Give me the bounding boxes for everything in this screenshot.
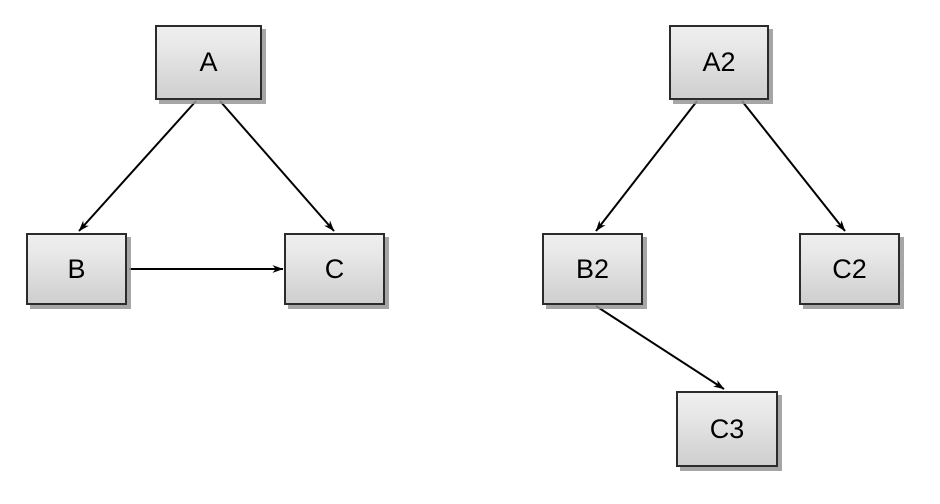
node-label-a: A — [199, 47, 218, 77]
node-b[interactable]: B — [26, 233, 127, 305]
node-label-c2: C2 — [832, 253, 867, 284]
node-c3[interactable]: C3 — [676, 391, 778, 467]
node-label-b2: B2 — [575, 253, 610, 284]
edge-a-to-b — [78, 100, 197, 232]
edge-a2-to-c2 — [741, 100, 846, 232]
edge-b2-to-c3 — [595, 305, 725, 390]
edge-a2-to-b2 — [595, 100, 698, 232]
node-c2[interactable]: C2 — [799, 233, 900, 305]
node-label-a2: A2 — [702, 47, 736, 77]
node-c[interactable]: C — [284, 233, 385, 305]
node-label-c: C — [324, 253, 345, 284]
edge-a-to-c — [219, 100, 335, 232]
node-b2[interactable]: B2 — [542, 233, 643, 305]
node-label-c3: C3 — [709, 413, 745, 444]
node-label-b: B — [67, 253, 86, 284]
node-a[interactable]: A — [155, 25, 262, 100]
node-a2[interactable]: A2 — [669, 25, 769, 100]
